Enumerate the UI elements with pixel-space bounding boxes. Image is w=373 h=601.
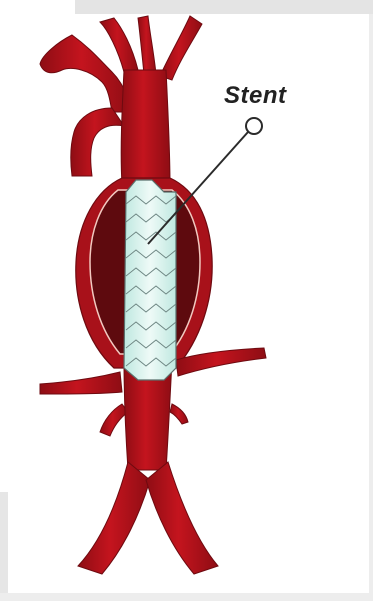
arch-lower-loop <box>71 108 124 176</box>
top-left-vessel <box>100 18 138 72</box>
top-center-vessel <box>138 16 156 74</box>
iliac-right <box>146 462 218 574</box>
renal-branch-left <box>40 372 122 394</box>
small-left-branch <box>100 404 128 436</box>
aorta-upper-trunk <box>121 70 170 185</box>
iliac-left <box>78 462 150 574</box>
stent-leader-endpoint <box>246 118 262 134</box>
stent-label: Stent <box>224 82 287 110</box>
stent-graft <box>124 180 176 380</box>
renal-branch-right <box>176 348 266 376</box>
stent-body <box>124 180 176 380</box>
small-right-branch <box>170 404 188 424</box>
